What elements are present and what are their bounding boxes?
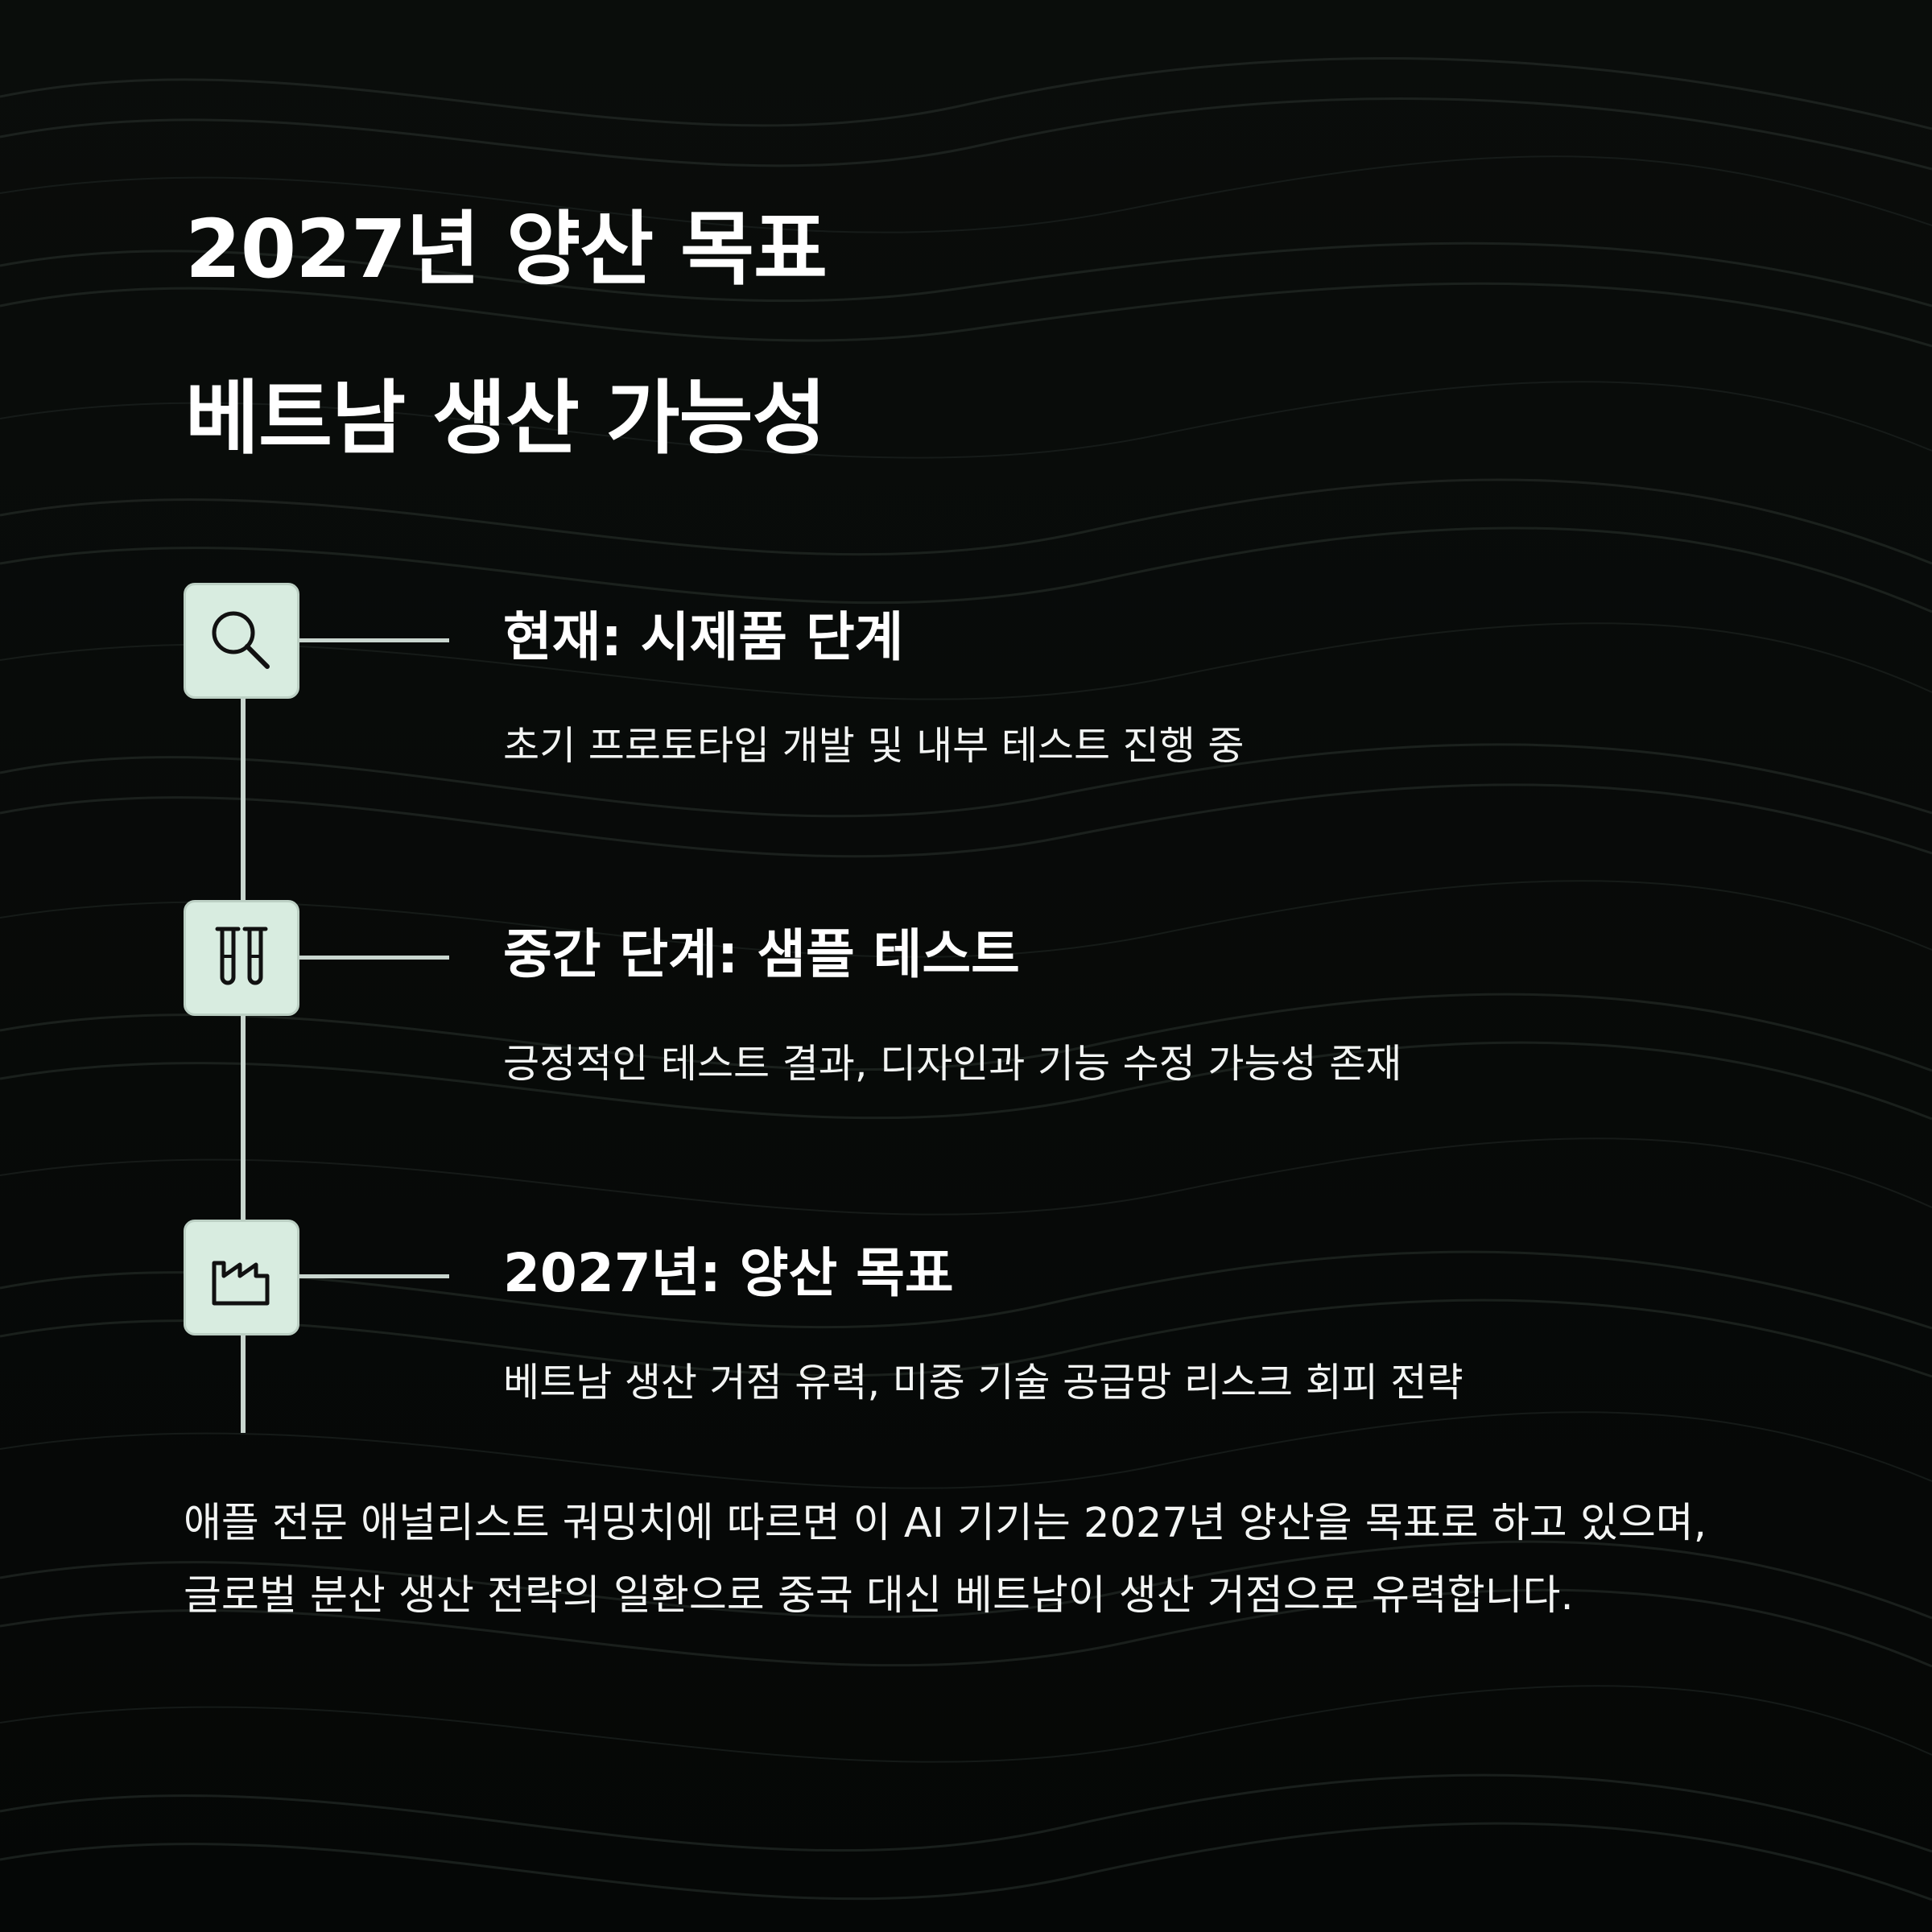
step-3-icon-box (184, 1220, 299, 1335)
factory-icon (212, 1261, 270, 1306)
step-3-connector (299, 1274, 449, 1278)
page-title-line-1: 2027년 양산 목표 (185, 202, 828, 296)
step-2-title: 중간 단계: 샘플 테스트 (503, 923, 1020, 985)
step-3-title: 2027년: 양산 목표 (503, 1242, 954, 1304)
step-3-description: 베트남 생산 거점 유력, 미중 기술 공급망 리스크 회피 전략 (503, 1360, 1463, 1406)
timeline-vertical-line (241, 692, 246, 1433)
step-2-icon-box (184, 900, 299, 1016)
test-tubes-icon (215, 927, 268, 985)
step-1-title: 현재: 시제품 단계 (503, 606, 904, 668)
step-1-description: 초기 프로토타입 개발 및 내부 테스트 진행 중 (503, 723, 1245, 769)
page-title-line-2: 베트남 생산 가능성 (185, 371, 827, 465)
step-2-connector (299, 956, 449, 960)
analyst-note-paragraph: 애플 전문 애널리스트 궈밍치에 따르면 이 AI 기기는 2027년 양산을 … (184, 1500, 1707, 1620)
step-2-description: 긍정적인 테스트 결과, 디자인과 기능 수정 가능성 존재 (503, 1041, 1402, 1087)
step-1-icon-box (184, 583, 299, 699)
magnifier-icon (212, 611, 270, 669)
step-1-connector (299, 638, 449, 642)
